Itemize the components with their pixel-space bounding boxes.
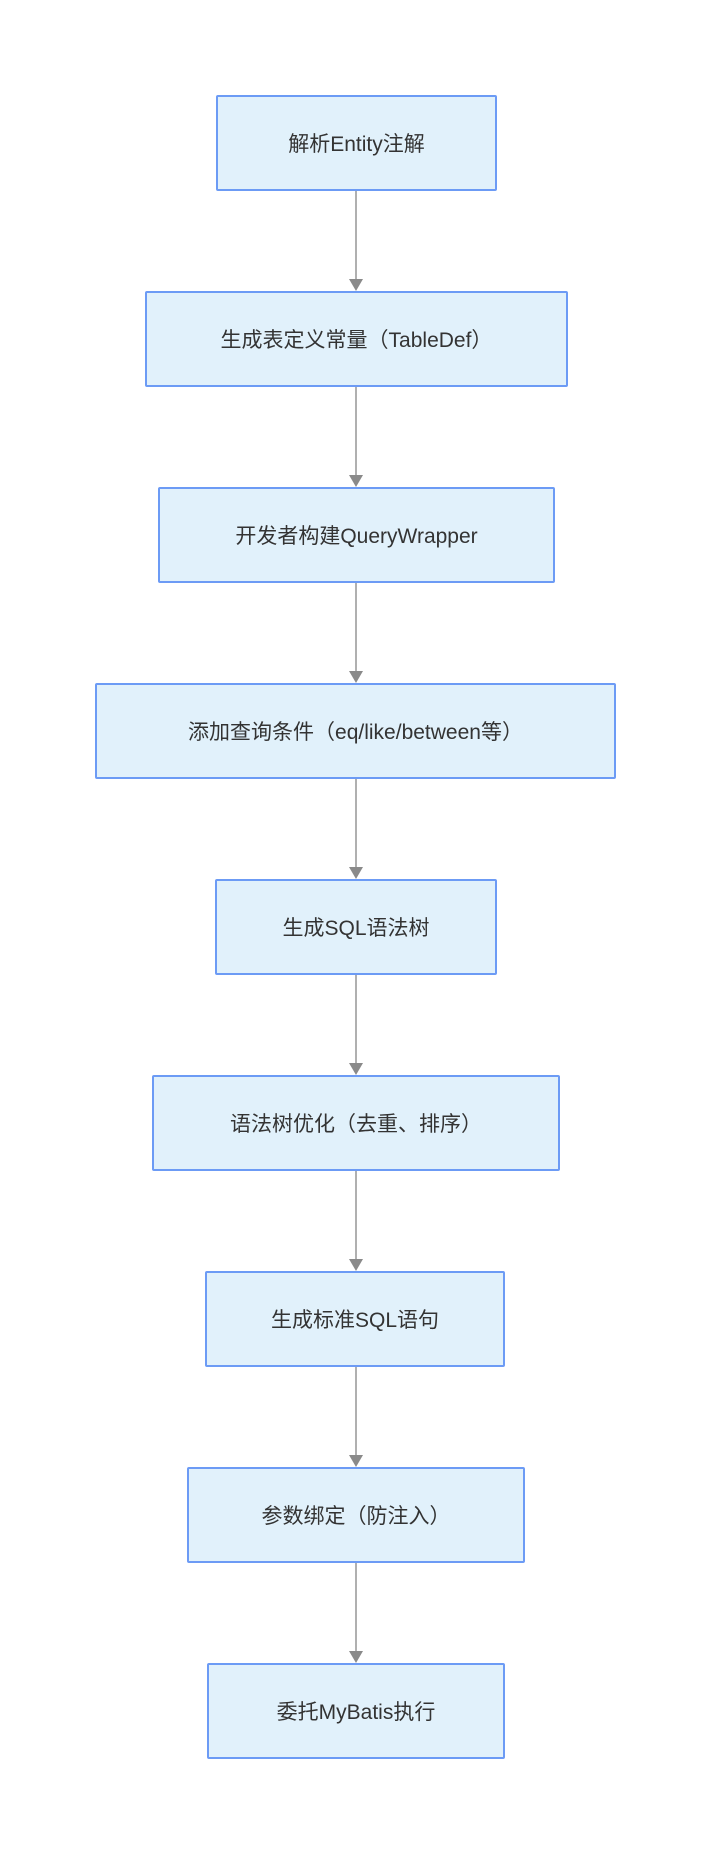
arrow-down-icon [349, 475, 363, 487]
arrow-down-icon [349, 867, 363, 879]
node-label: 生成表定义常量（TableDef） [220, 329, 493, 352]
flow-node-ast-optimization: 语法树优化（去重、排序） [152, 1075, 560, 1171]
arrow-line [355, 1171, 357, 1262]
arrow-line [355, 191, 357, 282]
arrow-down-icon [349, 1455, 363, 1467]
node-label: 添加查询条件（eq/like/between等） [188, 721, 523, 744]
arrow-line [355, 1367, 357, 1458]
arrow-down-icon [349, 671, 363, 683]
flow-node-parse-entity-annotation: 解析Entity注解 [216, 95, 497, 191]
arrow-line [355, 583, 357, 674]
arrow-down-icon [349, 1651, 363, 1663]
flow-arrow-4-5 [348, 779, 364, 879]
flow-arrow-7-8 [348, 1367, 364, 1467]
flow-node-delegate-mybatis: 委托MyBatis执行 [207, 1663, 505, 1759]
flow-arrow-6-7 [348, 1171, 364, 1271]
node-label: 语法树优化（去重、排序） [230, 1113, 482, 1136]
flow-node-generate-standard-sql: 生成标准SQL语句 [205, 1271, 505, 1367]
flow-node-generate-sql-ast: 生成SQL语法树 [215, 879, 497, 975]
flow-arrow-1-2 [348, 191, 364, 291]
node-label: 解析Entity注解 [288, 133, 425, 156]
node-label: 开发者构建QueryWrapper [235, 525, 478, 548]
flow-arrow-2-3 [348, 387, 364, 487]
node-label: 生成SQL语法树 [282, 917, 430, 940]
flow-node-generate-tabledef: 生成表定义常量（TableDef） [145, 291, 568, 387]
arrow-down-icon [349, 279, 363, 291]
arrow-down-icon [349, 1063, 363, 1075]
flow-node-build-querywrapper: 开发者构建QueryWrapper [158, 487, 555, 583]
flow-node-add-query-conditions: 添加查询条件（eq/like/between等） [95, 683, 616, 779]
arrow-line [355, 387, 357, 478]
arrow-line [355, 779, 357, 870]
flow-node-parameter-binding: 参数绑定（防注入） [187, 1467, 525, 1563]
flow-arrow-5-6 [348, 975, 364, 1075]
arrow-down-icon [349, 1259, 363, 1271]
arrow-line [355, 975, 357, 1066]
arrow-line [355, 1563, 357, 1654]
flow-arrow-8-9 [348, 1563, 364, 1663]
node-label: 委托MyBatis执行 [276, 1701, 436, 1724]
flow-arrow-3-4 [348, 583, 364, 683]
node-label: 生成标准SQL语句 [270, 1309, 440, 1332]
node-label: 参数绑定（防注入） [261, 1505, 451, 1528]
